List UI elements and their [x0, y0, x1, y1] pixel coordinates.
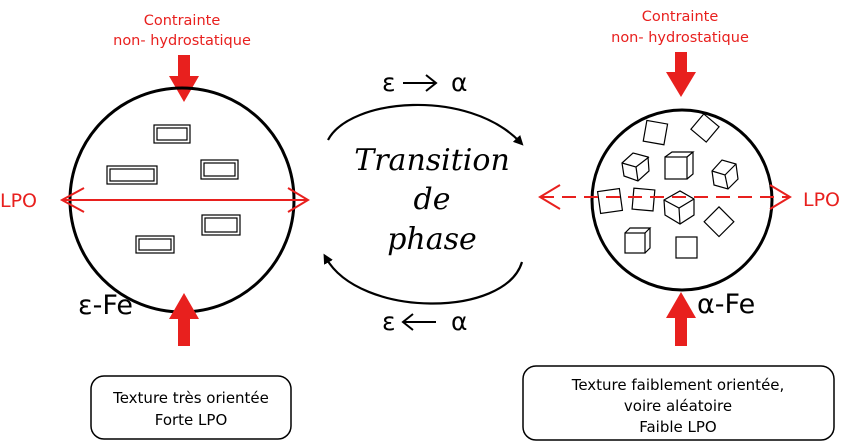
left-bottom-stress-arrow [169, 293, 199, 346]
right-lpo-arrow [538, 184, 792, 210]
bcc-grain [711, 159, 739, 190]
left-box-line2: Forte LPO [155, 411, 228, 429]
right-texture-box [522, 365, 835, 441]
left-stress-label-line1: Contrainte [144, 13, 221, 29]
bcc-grain [703, 206, 735, 238]
right-top-stress-arrow [666, 52, 696, 97]
right-stress-label-line2: non- hydrostatique [611, 30, 749, 46]
right-lpo-label: LPO [803, 189, 840, 211]
hcp-grain [200, 159, 239, 180]
bcc-grain [621, 152, 650, 182]
left-top-stress-arrow [169, 55, 199, 102]
right-phase-label: α-Fe [697, 289, 755, 320]
transition-line1: Transition [354, 143, 510, 178]
top-arrow-from: ε [382, 68, 396, 97]
left-stress-label-line2: non- hydrostatique [113, 33, 251, 49]
bcc-grain [663, 190, 695, 225]
hcp-grain [135, 235, 175, 254]
top-right-arrow-icon [403, 74, 438, 92]
right-grain-circle [590, 108, 774, 292]
right-bottom-stress-arrow [666, 292, 696, 346]
left-box-line1: Texture très orientée [112, 389, 269, 407]
left-lpo-label: LPO [0, 190, 37, 212]
left-lpo-arrow [59, 187, 310, 213]
right-stress-label-line1: Contrainte [642, 9, 719, 25]
left-phase-label: ε-Fe [78, 290, 133, 321]
hcp-grain [201, 214, 241, 236]
transition-line2: de [414, 182, 451, 217]
right-box-line2: voire aléatoire [624, 397, 732, 415]
bottom-transition-curve [323, 253, 524, 305]
left-grains [106, 124, 241, 254]
bcc-grain [690, 113, 720, 143]
bcc-grain [642, 119, 669, 146]
bcc-grain [624, 227, 652, 254]
top-transition-curve [327, 103, 524, 146]
right-box-line1: Texture faiblement orientée, [571, 376, 785, 394]
bottom-arrow-from: ε [382, 307, 396, 336]
bcc-grain [596, 187, 624, 215]
bcc-grain [675, 236, 698, 259]
transition-line3: phase [387, 222, 477, 257]
hcp-grain [153, 124, 191, 144]
right-grains [596, 113, 739, 259]
hcp-grain [106, 165, 158, 185]
right-box-line3: Faible LPO [639, 418, 717, 436]
bottom-left-arrow-icon [401, 313, 436, 331]
top-arrow-to: α [451, 68, 467, 97]
bcc-grain [664, 151, 695, 180]
bcc-grain [631, 187, 656, 212]
left-texture-box [90, 375, 292, 440]
bottom-arrow-to: α [451, 307, 467, 336]
